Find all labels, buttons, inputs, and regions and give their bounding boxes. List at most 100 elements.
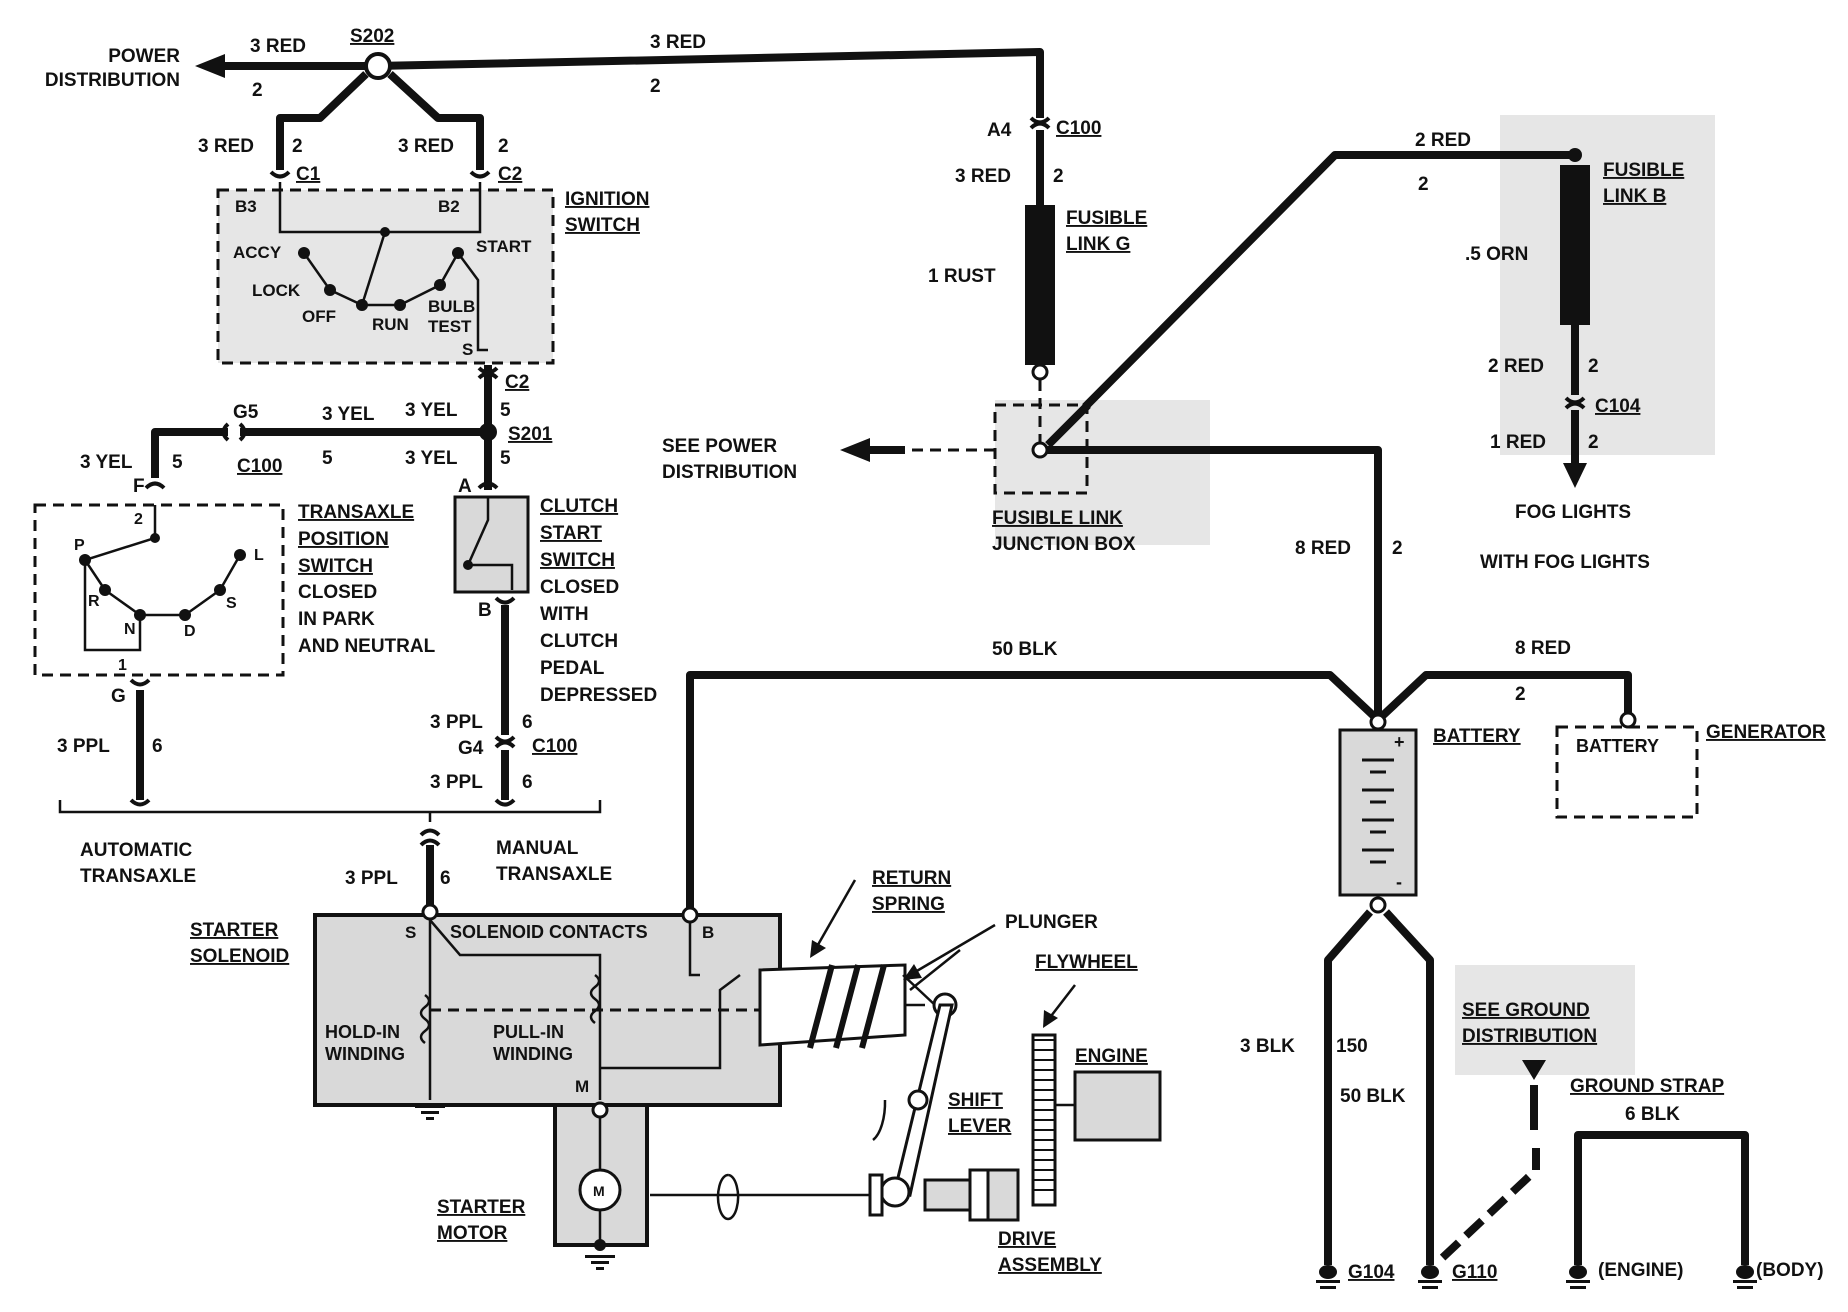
neutral-label: N xyxy=(124,621,136,638)
reverse-contact xyxy=(99,584,111,596)
g4-label: G4 xyxy=(458,738,484,759)
fusible-link-b xyxy=(1560,165,1590,325)
neutral-contact xyxy=(134,609,146,621)
label-50blk-ground: 50 BLK xyxy=(1340,1086,1406,1107)
wire-8red-to-generator xyxy=(1375,671,1632,723)
engine-box xyxy=(1073,1070,1162,1142)
label-2-c2: 2 xyxy=(498,136,509,157)
power-distribution-arrow xyxy=(195,54,225,78)
wire-ground-dist-to-g110 xyxy=(1437,1148,1540,1263)
label-3yel-mid: 3 YEL xyxy=(322,404,375,425)
label-5orn: .5 ORN xyxy=(1465,244,1528,265)
flywheel-pointer xyxy=(1047,984,1076,1021)
label-3red-main: 3 RED xyxy=(650,32,706,53)
fog-light-circuit-shading xyxy=(1500,115,1715,455)
label-6-clutch: 6 xyxy=(522,712,533,733)
battery-plus: + xyxy=(1394,732,1405,752)
pin1-label: 1 xyxy=(118,657,127,674)
ground-distribution-arrow xyxy=(1522,1060,1546,1080)
accy-label: ACCY xyxy=(233,243,282,262)
wire-2red-junction xyxy=(1045,402,1091,448)
s201-label: S201 xyxy=(508,424,553,445)
label-2-fog-lower: 2 xyxy=(1588,432,1599,453)
rotation-arrow xyxy=(716,1173,740,1221)
ignition-switch-box xyxy=(216,188,555,365)
label-2-c1: 2 xyxy=(292,136,303,157)
label-5-lower: 5 xyxy=(500,448,511,469)
pin2-label: 2 xyxy=(134,511,143,528)
ignition-start-path xyxy=(456,252,488,352)
reverse-label: R xyxy=(88,593,100,610)
c100-yel-label: C100 xyxy=(237,456,282,477)
label-1red-fog: 1 RED xyxy=(1490,432,1546,453)
ground-strap-label: GROUND STRAP xyxy=(1570,1076,1724,1097)
wire-3red-to-c1 xyxy=(276,71,369,170)
drive-clutch xyxy=(986,1168,1020,1222)
wire-50blk-to-g110 xyxy=(1383,909,1434,1265)
label-6-manual: 6 xyxy=(522,772,533,793)
label-5-mid: 5 xyxy=(322,448,333,469)
label-2-fog: 2 xyxy=(1588,356,1599,377)
flywheel-teeth xyxy=(1033,1039,1055,1191)
s202-label: S202 xyxy=(350,26,394,47)
fog-lights-label: FOG LIGHTS xyxy=(1515,502,1631,523)
junction-box-subtitle: JUNCTION BOX xyxy=(992,534,1136,555)
fog-lights-arrow xyxy=(1563,463,1587,488)
label-2-generator: 2 xyxy=(1515,684,1526,705)
label-2-fusible-g: 2 xyxy=(1053,166,1064,187)
motor-m-label: M xyxy=(593,1183,605,1199)
wire-8red-to-battery xyxy=(1047,446,1382,720)
wire-3red-to-c2 xyxy=(387,71,484,170)
generator-label: GENERATOR xyxy=(1706,722,1826,743)
a-label: A xyxy=(458,476,472,497)
ground-body-label: (BODY) xyxy=(1756,1260,1824,1281)
off-contact xyxy=(356,299,368,311)
ground-shading xyxy=(1455,965,1635,1075)
label-3red-fusible-g: 3 RED xyxy=(955,166,1011,187)
label-1rust: 1 RUST xyxy=(928,266,996,287)
ground-symbols xyxy=(1316,1265,1757,1289)
plunger-label: PLUNGER xyxy=(1005,912,1098,933)
junction-terminal xyxy=(1031,441,1049,459)
label-2-main: 2 xyxy=(650,76,661,97)
plunger-pointer xyxy=(909,923,996,977)
label-3red-c1: 3 RED xyxy=(198,136,254,157)
label-3ppl-solenoid: 3 PPL xyxy=(345,868,398,889)
wire-2red-to-fusible-b xyxy=(1082,151,1575,410)
with-fog-lights-label: WITH FOG LIGHTS xyxy=(1480,552,1650,573)
see-power-arrow xyxy=(840,438,870,462)
off-label: OFF xyxy=(302,307,336,326)
solenoid-contacts-label: SOLENOID CONTACTS xyxy=(450,922,648,942)
g-label: G xyxy=(111,686,126,707)
l-contact xyxy=(234,549,246,561)
ignition-switch-body xyxy=(218,190,553,363)
pull-in-coil xyxy=(589,974,601,1024)
solenoid-s-label: S xyxy=(405,923,416,942)
battery xyxy=(1338,728,1418,897)
label-50blk-top: 50 BLK xyxy=(992,639,1058,660)
s-contact xyxy=(214,584,226,596)
battery-label: BATTERY xyxy=(1433,726,1521,747)
battery-cells xyxy=(1362,758,1394,864)
lock-contact xyxy=(324,284,336,296)
solenoid-contact-b xyxy=(688,922,700,977)
fusible-link-g xyxy=(1025,205,1055,365)
lock-label: LOCK xyxy=(252,281,301,300)
run-label: RUN xyxy=(372,315,409,334)
c2-lower-label: C2 xyxy=(505,372,529,393)
g5-label: G5 xyxy=(233,402,259,423)
label-5-upper: 5 xyxy=(500,400,511,421)
ground-engine-label: (ENGINE) xyxy=(1598,1260,1684,1281)
clutch-switch-box xyxy=(453,495,530,594)
splice-s202 xyxy=(364,52,392,80)
